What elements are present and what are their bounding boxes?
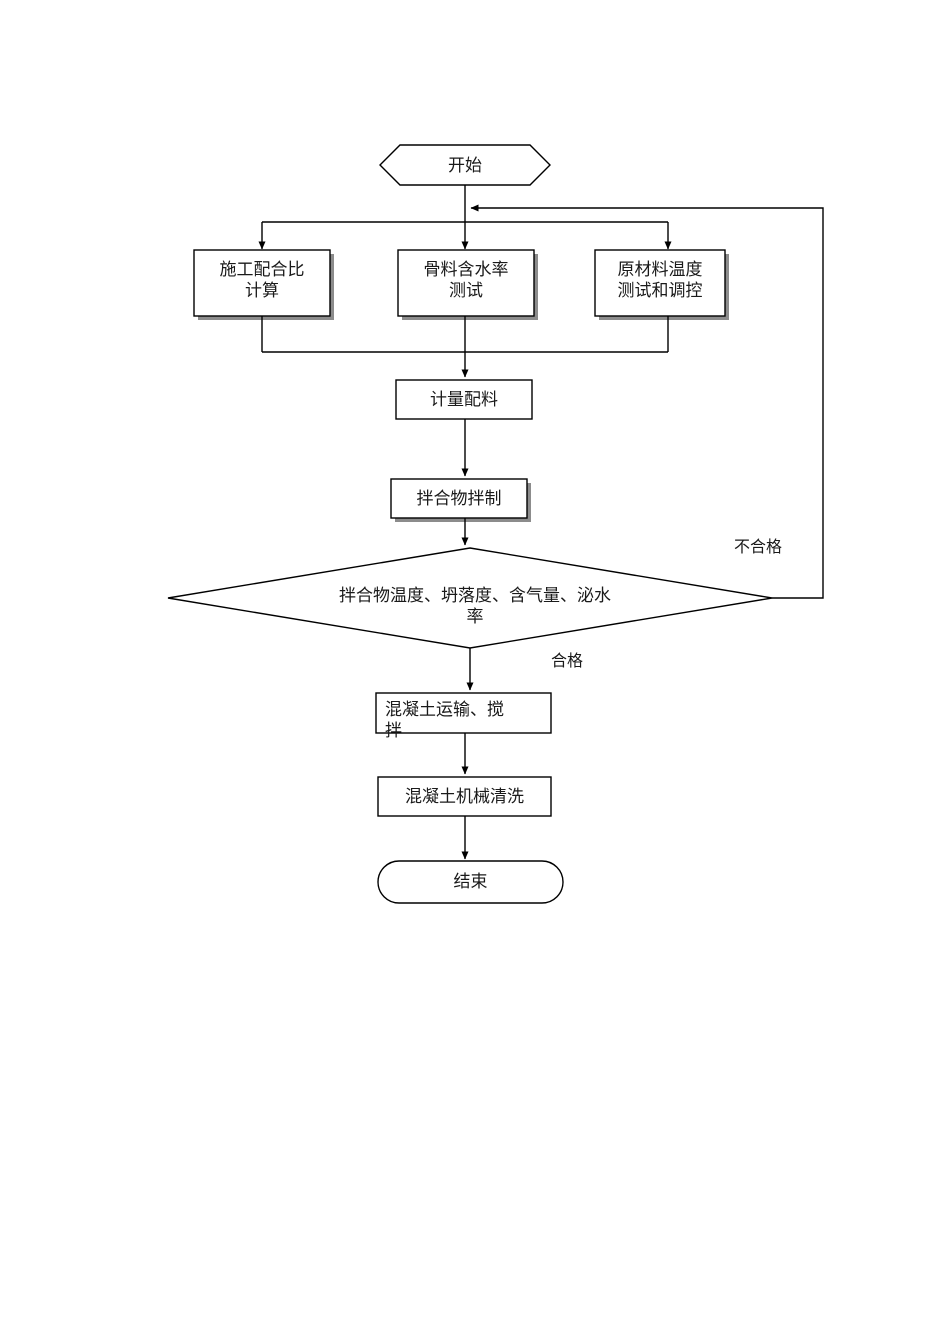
- decision-node-shape: [167, 547, 773, 649]
- material-temp-node-shape: [594, 249, 726, 317]
- batching-node-shape: [395, 379, 533, 420]
- mixing-node-shape: [390, 478, 528, 519]
- start-node-shape: [379, 144, 551, 186]
- edge-label-fail: 不合格: [734, 539, 783, 556]
- cleaning-node-shape: [377, 776, 552, 817]
- mix-ratio-node-shape: [193, 249, 331, 317]
- aggregate-node-shape: [397, 249, 535, 317]
- edge-label-pass: 合格: [551, 653, 584, 670]
- transport-node-shape: [375, 692, 552, 734]
- end-node-shape: [377, 860, 564, 904]
- edge-decision-fail-loop: [470, 204, 824, 599]
